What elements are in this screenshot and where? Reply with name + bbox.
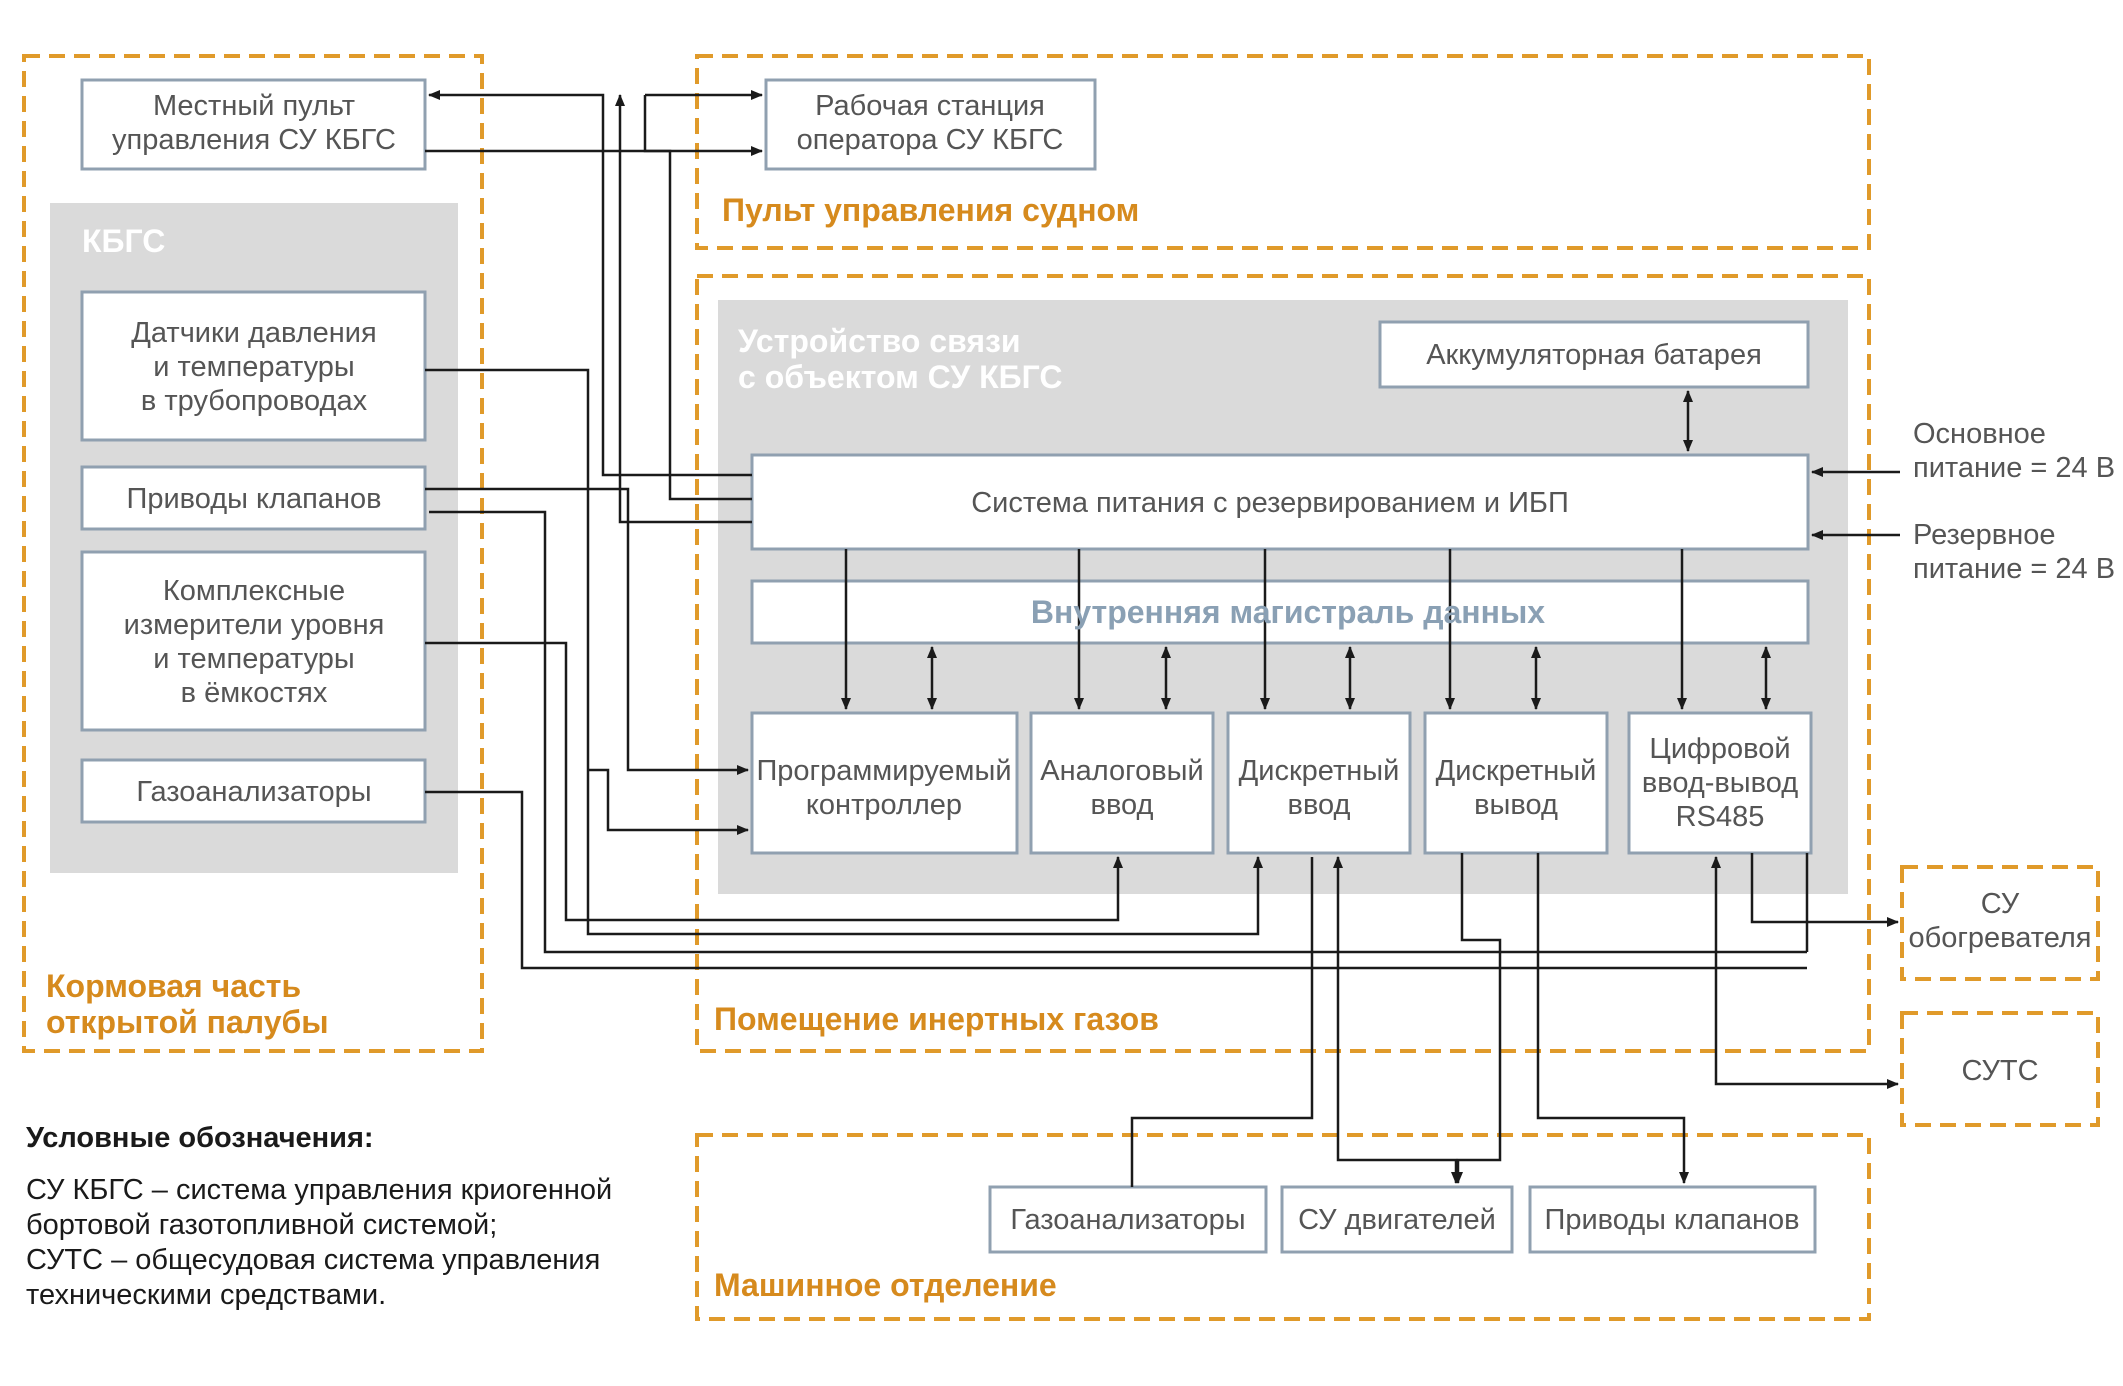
label-level-meters-3: и температуры bbox=[153, 643, 355, 675]
zone-inert-gas-room bbox=[695, 274, 1871, 1053]
label-valve-drives-er: Приводы клапанов bbox=[1544, 1204, 1799, 1236]
label-sensors-3: в трубопроводах bbox=[141, 385, 368, 417]
label-main-power-1: Основное bbox=[1913, 418, 2046, 450]
label-data-bus: Внутренняя магистраль данных bbox=[1031, 594, 1545, 630]
links-power-bus bbox=[841, 549, 1771, 710]
box-gas-analyzers-deck bbox=[80, 758, 427, 824]
links-engine-room bbox=[1130, 853, 1899, 1187]
label-zone-stern-1: Кормовая часть bbox=[46, 968, 301, 1004]
box-valve-drives-er bbox=[1528, 1185, 1817, 1254]
label-gas-analyzers-deck: Газоанализаторы bbox=[136, 776, 371, 808]
box-workstation bbox=[764, 78, 1097, 171]
label-digital-io-3: RS485 bbox=[1676, 801, 1765, 833]
label-discrete-out-2: вывод bbox=[1474, 789, 1558, 821]
label-discrete-in-1: Дискретный bbox=[1239, 755, 1400, 787]
box-battery bbox=[1378, 320, 1810, 389]
links-top bbox=[425, 90, 763, 524]
label-zone-stern-2: открытой палубы bbox=[46, 1004, 329, 1040]
label-level-meters-2: измерители уровня bbox=[124, 609, 385, 641]
zone-stern-deck bbox=[22, 54, 484, 1053]
label-local-panel-2: управления СУ КБГС bbox=[112, 124, 396, 156]
label-power-system: Система питания с резервированием и ИБП bbox=[971, 487, 1569, 519]
box-engine-cs bbox=[1280, 1185, 1514, 1254]
legend-line-1: СУ КБГС – система управления криогенной bbox=[26, 1174, 612, 1206]
zone-engine-room bbox=[695, 1133, 1871, 1321]
label-zone-inert: Помещение инертных газов bbox=[714, 1001, 1159, 1037]
label-level-meters-1: Комплексные bbox=[163, 575, 345, 607]
label-workstation-1: Рабочая станция bbox=[815, 90, 1045, 122]
label-group-device-1: Устройство связи bbox=[738, 323, 1021, 359]
label-digital-io-2: ввод-вывод bbox=[1642, 767, 1798, 799]
box-sensors bbox=[80, 290, 427, 442]
label-digital-io-1: Цифровой bbox=[1649, 733, 1790, 765]
box-valve-drives-deck bbox=[80, 465, 427, 531]
box-level-meters bbox=[80, 550, 427, 732]
label-suts: СУТС bbox=[1961, 1055, 2038, 1087]
label-local-panel-1: Местный пульт bbox=[153, 90, 355, 122]
label-reserve-power-1: Резервное bbox=[1913, 519, 2055, 551]
label-workstation-2: оператора СУ КБГС bbox=[797, 124, 1064, 156]
label-valve-drives-deck: Приводы клапанов bbox=[126, 483, 381, 515]
box-gas-analyzers-er bbox=[988, 1185, 1268, 1254]
label-engine-cs: СУ двигателей bbox=[1298, 1204, 1496, 1236]
box-digital-io bbox=[1627, 711, 1813, 855]
box-plc bbox=[750, 711, 1019, 855]
label-group-device-2: с объектом СУ КБГС bbox=[738, 359, 1063, 395]
box-discrete-output bbox=[1423, 711, 1609, 855]
links-power-inputs bbox=[1811, 467, 1900, 540]
label-discrete-in-2: ввод bbox=[1288, 789, 1351, 821]
legend-line-2: бортовой газотопливной системой; bbox=[26, 1209, 497, 1241]
label-main-power-2: питание = 24 В bbox=[1913, 452, 2115, 484]
label-analog-in-1: Аналоговый bbox=[1040, 755, 1203, 787]
links-deck-to-modules bbox=[425, 368, 1809, 970]
box-discrete-input bbox=[1226, 711, 1412, 855]
label-reserve-power-2: питание = 24 В bbox=[1913, 553, 2115, 585]
zone-heater-cs bbox=[1900, 865, 2100, 981]
box-power-system bbox=[750, 453, 1810, 551]
label-discrete-out-1: Дискретный bbox=[1436, 755, 1597, 787]
box-analog-input bbox=[1029, 711, 1215, 855]
label-sensors-2: и температуры bbox=[153, 351, 355, 383]
label-plc-1: Программируемый bbox=[756, 755, 1011, 787]
label-level-meters-4: в ёмкостях bbox=[181, 677, 328, 709]
box-local-panel bbox=[80, 78, 427, 171]
label-zone-bridge: Пульт управления судном bbox=[722, 192, 1139, 228]
label-group-kbgs: КБГС bbox=[82, 223, 165, 259]
box-data-bus bbox=[750, 579, 1810, 645]
label-zone-engine: Машинное отделение bbox=[714, 1267, 1057, 1303]
label-heater-cs-2: обогревателя bbox=[1908, 922, 2091, 954]
label-heater-cs-1: СУ bbox=[1981, 888, 2020, 920]
label-sensors-1: Датчики давления bbox=[131, 317, 376, 349]
label-plc-2: контроллер bbox=[806, 789, 962, 821]
legend-line-4: техническими средствами. bbox=[26, 1279, 386, 1311]
label-gas-analyzers-er: Газоанализаторы bbox=[1010, 1204, 1245, 1236]
legend-title: Условные обозначения: bbox=[26, 1122, 374, 1154]
zone-suts bbox=[1900, 1011, 2100, 1127]
label-battery: Аккумуляторная батарея bbox=[1426, 339, 1762, 371]
legend-line-3: СУТС – общесудовая система управления bbox=[26, 1244, 600, 1276]
label-analog-in-2: ввод bbox=[1091, 789, 1154, 821]
